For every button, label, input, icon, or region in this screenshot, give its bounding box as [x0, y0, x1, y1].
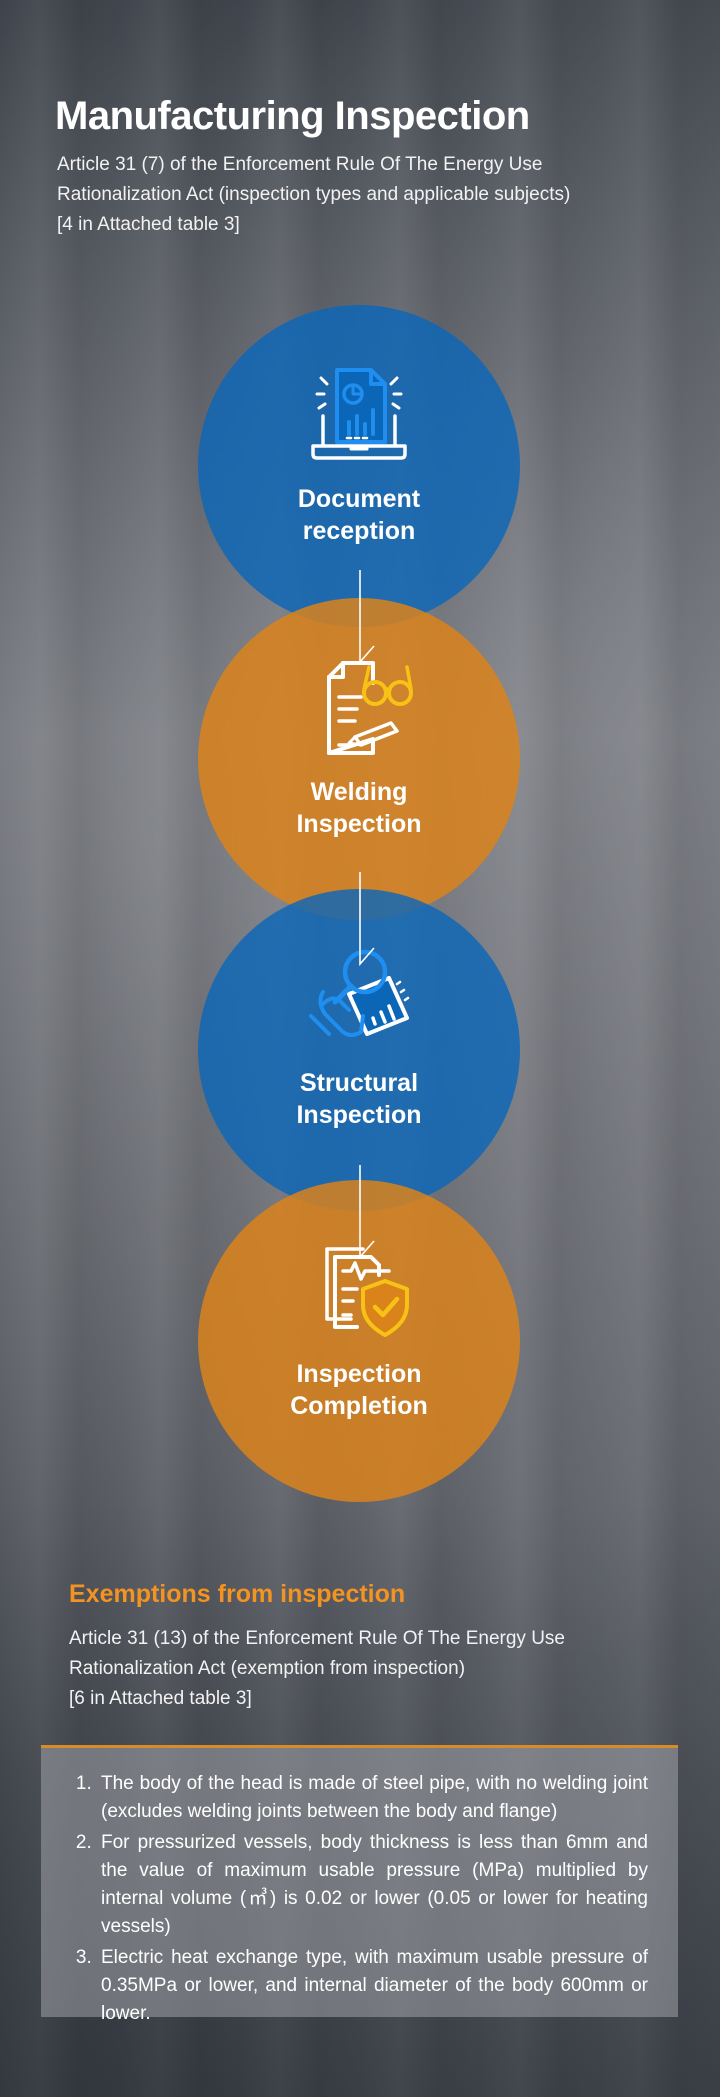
step-welding-inspection: Welding Inspection	[198, 598, 520, 920]
connector-arrow	[359, 1165, 375, 1260]
exemptions-title: Exemptions from inspection	[69, 1580, 406, 1608]
step-inspection-completion: Inspection Completion	[198, 1180, 520, 1502]
exemptions-subtitle: Article 31 (13) of the Enforcement Rule …	[69, 1628, 565, 1709]
hand-magnifier-icon	[309, 949, 410, 1037]
list-item: For pressurized vessels, body thickness …	[97, 1829, 648, 1941]
step-label: Structural Inspection	[296, 1069, 422, 1129]
connector-arrow	[359, 872, 375, 967]
step-document-reception: Document reception	[198, 305, 520, 627]
document-glasses-pencil-icon	[327, 661, 413, 755]
laptop-document-icon	[311, 368, 407, 460]
connector-arrow	[359, 570, 375, 665]
page-subtitle: Article 31 (7) of the Enforcement Rule O…	[57, 154, 571, 235]
step-label: Inspection Completion	[290, 1360, 428, 1420]
list-item: The body of the head is made of steel pi…	[97, 1770, 648, 1826]
step-label: Welding Inspection	[296, 778, 422, 838]
page-title: Manufacturing Inspection	[55, 94, 530, 138]
exemptions-list: The body of the head is made of steel pi…	[41, 1748, 678, 2028]
exemptions-list-box: The body of the head is made of steel pi…	[41, 1745, 678, 2024]
document-shield-check-icon	[325, 1247, 409, 1337]
step-structural-inspection: Structural Inspection	[198, 889, 520, 1211]
list-item: Electric heat exchange type, with maximu…	[97, 1944, 648, 2028]
step-label: Document reception	[297, 485, 421, 545]
